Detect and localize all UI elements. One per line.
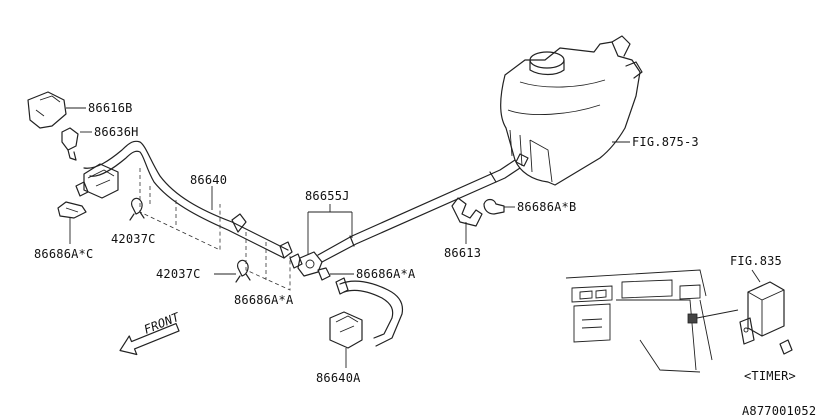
callout-86640a: 86640A [316, 371, 361, 385]
callout-86613: 86613 [444, 246, 481, 260]
front-arrow [119, 322, 180, 356]
callout-86686aa-right: 86686A*A [356, 267, 416, 281]
nozzle-86636h [61, 127, 92, 161]
leader-fig835 [751, 269, 761, 283]
diagram-code: A877001052 [742, 404, 816, 418]
callout-86686ab: 86686A*B [517, 200, 576, 214]
leader-timer-location [696, 309, 739, 319]
clip-86686ac [57, 201, 87, 244]
callout-86636h: 86636H [94, 125, 139, 139]
hose-86640a [329, 277, 404, 368]
dashboard-inset [565, 269, 739, 373]
nozzle-cap-86616b [27, 91, 86, 129]
callout-fig835: FIG.835 [730, 254, 782, 268]
callout-86616b: 86616B [88, 101, 133, 115]
leader-86655j [307, 204, 353, 255]
callout-86655j: 86655J [305, 189, 350, 203]
hose-86640 [83, 140, 293, 259]
timer-module [739, 269, 793, 355]
clip-42037c-lower [214, 259, 251, 283]
hose-86655j [317, 159, 521, 263]
callout-timer: <TIMER> [744, 369, 796, 383]
clip-42037c-upper [129, 197, 145, 221]
routing-dashes [139, 168, 291, 291]
callout-fig8753: FIG.875-3 [632, 135, 699, 149]
callout-42037c-lower: 42037C [156, 267, 201, 281]
nozzle-bracket [75, 163, 119, 199]
callout-86640: 86640 [190, 173, 227, 187]
check-valve [289, 204, 354, 281]
callout-86686aa-left: 86686A*A [234, 293, 294, 307]
callout-42037c-upper: 42037C [111, 232, 156, 246]
callout-86686ac: 86686A*C [34, 247, 93, 261]
washer-tank [500, 35, 643, 186]
